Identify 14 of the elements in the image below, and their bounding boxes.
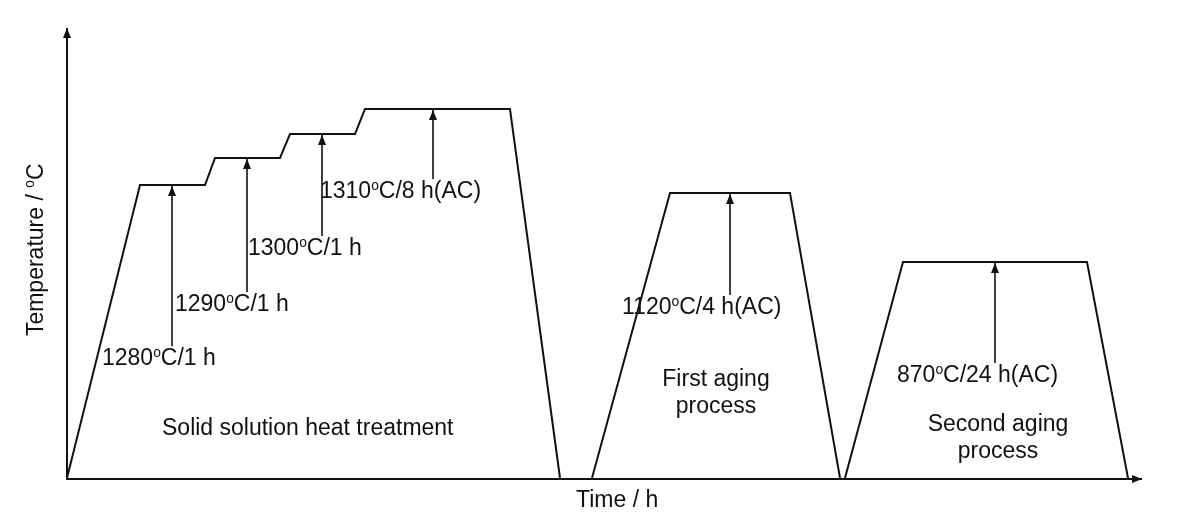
leader-arrow bbox=[429, 109, 437, 180]
condition-label: 1300$^{o}$C/1 h bbox=[248, 234, 362, 262]
stage-label: Solid solution heat treatment bbox=[162, 414, 454, 442]
leader-arrow bbox=[168, 185, 176, 347]
leader-arrow bbox=[726, 193, 734, 296]
leader-arrow bbox=[991, 262, 999, 364]
condition-label: 1290$^{o}$C/1 h bbox=[175, 290, 289, 318]
condition-label: 1280$^{o}$C/1 h bbox=[102, 344, 216, 372]
stage-label: First aging process bbox=[661, 364, 771, 420]
axis-title: Time / h bbox=[576, 486, 659, 514]
leader-arrow bbox=[243, 158, 251, 293]
condition-label: 870$^{o}$C/24 h(AC) bbox=[897, 361, 1059, 389]
leader-arrow bbox=[318, 134, 326, 237]
stage-label: Second aging process bbox=[926, 409, 1070, 465]
